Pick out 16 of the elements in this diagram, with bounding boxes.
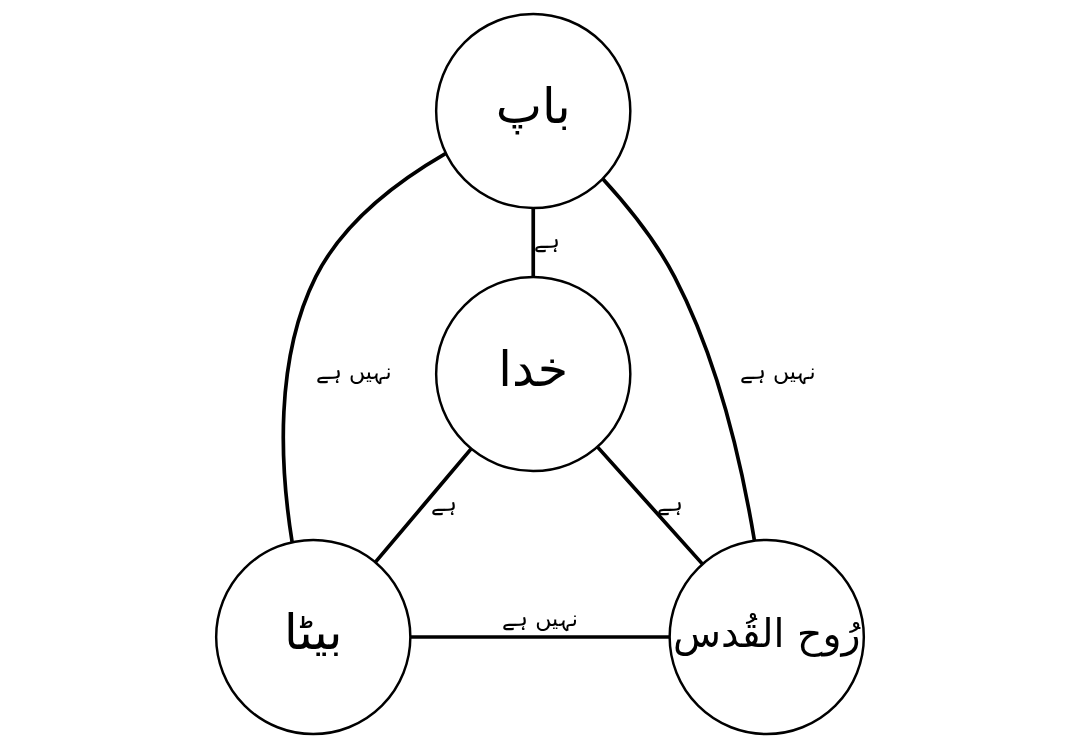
node-circle: خدا bbox=[434, 275, 632, 472]
connector bbox=[281, 151, 447, 542]
connector bbox=[410, 634, 670, 639]
node-circle: باپ bbox=[434, 12, 632, 209]
edge-label: ہے bbox=[533, 226, 560, 253]
node-circle: رُوح القُدس bbox=[668, 538, 866, 735]
node-circle: بیٹا bbox=[214, 538, 412, 735]
connector bbox=[596, 445, 704, 565]
edge-label: نہیں ہے bbox=[315, 357, 392, 384]
connector bbox=[601, 177, 757, 541]
edge-label: نہیں ہے bbox=[502, 604, 578, 631]
edge-label: نہیں ہے bbox=[739, 357, 816, 384]
edge-label: ہے bbox=[430, 489, 457, 516]
edge-label: ہے bbox=[656, 489, 683, 516]
connector bbox=[531, 207, 536, 277]
connector bbox=[374, 447, 473, 563]
